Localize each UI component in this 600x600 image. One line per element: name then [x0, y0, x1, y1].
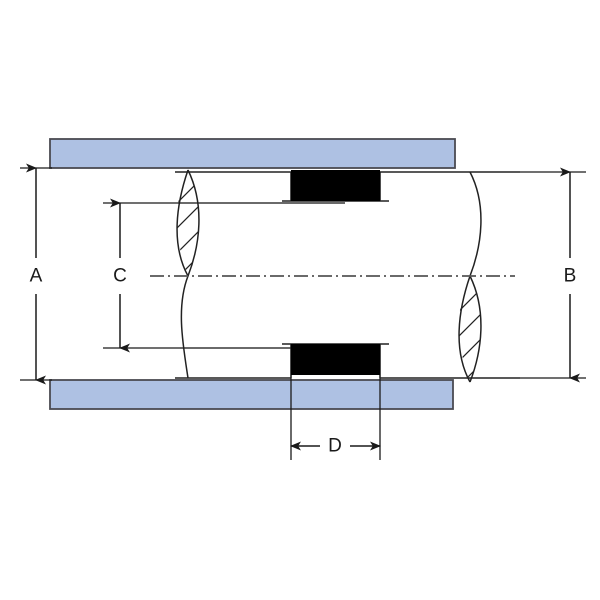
- left-break-line: [176, 169, 200, 379]
- dimension-b: B: [520, 167, 586, 383]
- dimension-d-label: D: [328, 436, 342, 457]
- dimension-a-label: A: [30, 266, 43, 287]
- dimension-c-label: C: [113, 266, 127, 287]
- right-pipe-end: [484, 171, 520, 379]
- left-section-hatching: [177, 170, 199, 276]
- outer-sleeve-top: [49, 138, 456, 169]
- dimension-c: C: [103, 198, 180, 353]
- outer-sleeve-bottom: [49, 379, 454, 410]
- dimension-a: A: [20, 163, 52, 385]
- dimension-b-label: B: [564, 266, 577, 287]
- right-section-hatching: [459, 276, 481, 382]
- dimension-d: D: [290, 378, 381, 460]
- seal-gasket-bottom: [291, 344, 380, 375]
- seal-gasket-top: [291, 170, 380, 201]
